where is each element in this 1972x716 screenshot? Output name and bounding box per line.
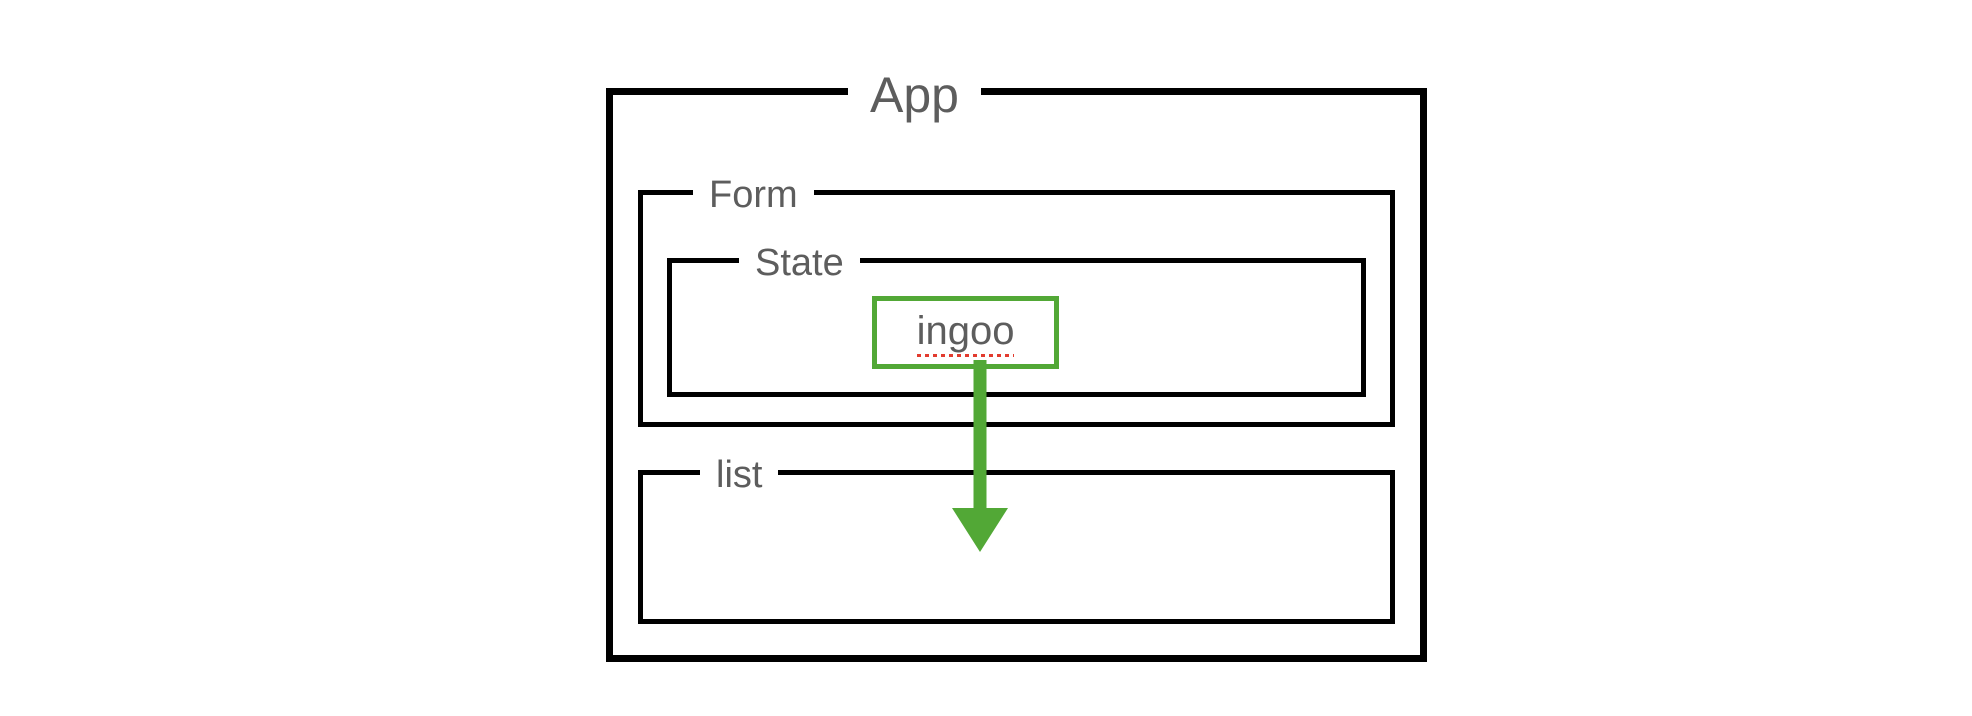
list-legend: list — [700, 456, 779, 494]
form-fieldset: Form — [638, 176, 1395, 427]
form-legend: Form — [693, 176, 814, 214]
app-legend: App — [848, 70, 981, 120]
list-fieldset: list — [638, 456, 1395, 624]
state-text-input[interactable]: ingoo — [872, 296, 1059, 369]
state-legend: State — [739, 244, 860, 282]
state-input-value: ingoo — [916, 308, 1015, 357]
state-fieldset: State — [667, 244, 1366, 397]
app-fieldset: App — [606, 70, 1427, 662]
